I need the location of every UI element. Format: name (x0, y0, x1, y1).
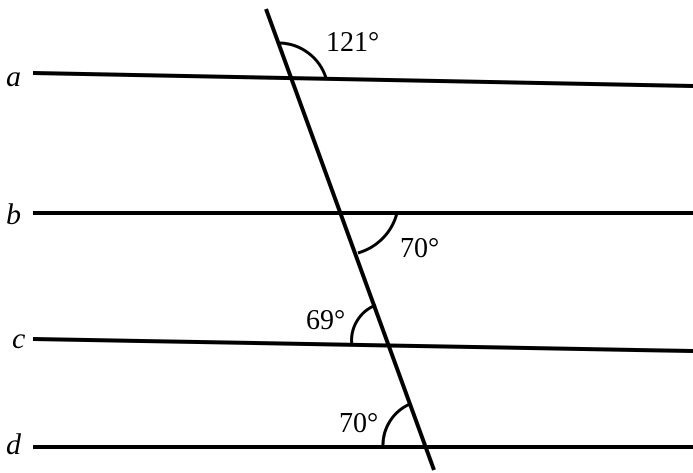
transversal-line (264, 8, 436, 471)
angle-arc-b (357, 212, 399, 255)
line-a (32, 71, 693, 88)
angle-label-c: 69° (306, 305, 345, 336)
angle-arc-a (279, 41, 328, 79)
angle-label-a: 121° (326, 27, 379, 58)
line-label-b: b (6, 198, 21, 231)
line-label-c: c (12, 322, 25, 355)
angle-label-b: 70° (400, 233, 439, 264)
line-label-a: a (6, 60, 21, 93)
angle-arc-d (381, 402, 411, 448)
line-label-d: d (6, 428, 22, 461)
line-c (32, 337, 693, 353)
angle-arc-c (350, 303, 377, 347)
angle-label-d: 70° (339, 408, 378, 439)
